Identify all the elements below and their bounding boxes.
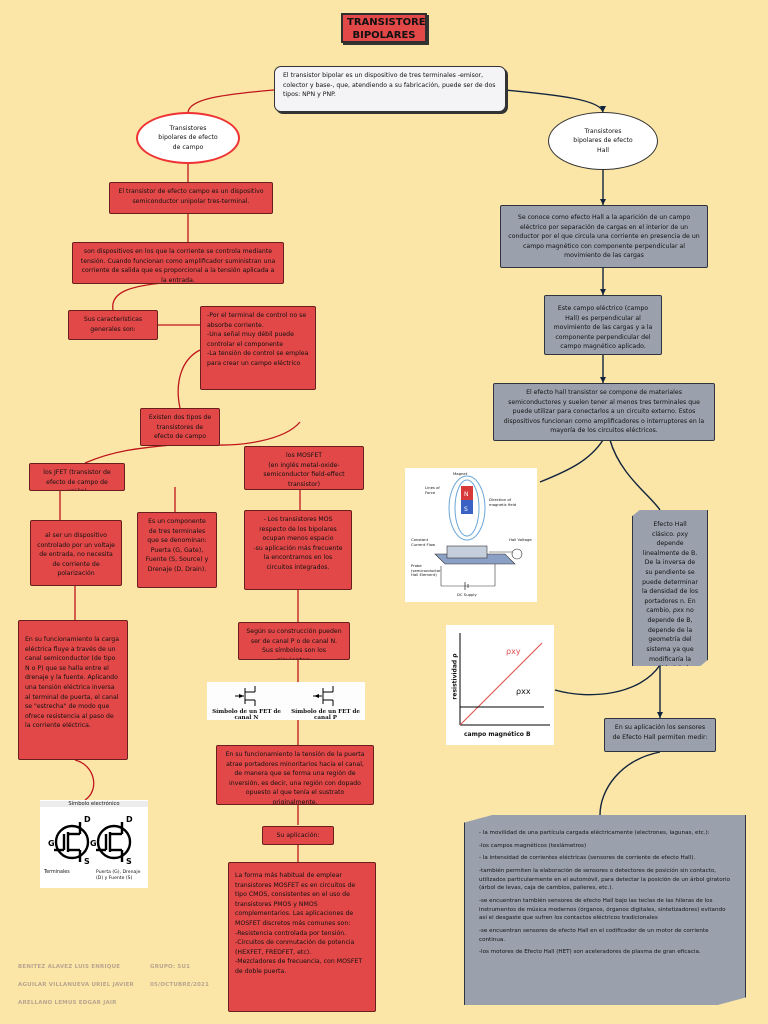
sensor-list: - la movilidad de una partícula cargada …	[464, 815, 746, 1005]
electronic-symbol-title: Símbolo electrónico	[40, 801, 148, 807]
electronic-symbol-image: Símbolo electrónico G D S G D S Terminal…	[40, 800, 148, 888]
fet-p-caption: Símbolo de un FET de canal P	[291, 709, 360, 720]
magnet-label: Magnet	[453, 471, 468, 476]
rho-xy-line	[459, 642, 543, 726]
author-1: BENITEZ ALAVEZ LUIS ENRIQUE	[18, 964, 121, 970]
fet-n-caption: Símbolo de un FET de canal N	[212, 709, 281, 720]
fet-oval: Transistores bipolares de efecto de camp…	[136, 112, 240, 164]
mos-function: En su funcionamiento la tensión de la pu…	[216, 745, 374, 805]
symbol-caption-left: Terminales	[44, 870, 70, 875]
svg-text:G: G	[90, 839, 97, 848]
graph-y-label: resistividad ρ	[451, 653, 459, 700]
channel-types: Según su construcción pueden ser de cana…	[238, 622, 350, 660]
terminals-description: Es un componente de tres terminales que …	[137, 512, 217, 588]
magnet-s: S	[464, 506, 468, 513]
characteristics-label: Sus características generales son:	[68, 310, 158, 340]
date-label: 05/OCTUBRE/2021	[150, 982, 210, 988]
sensor-item: -también permiten la elaboración de sens…	[479, 867, 730, 892]
sensor-label: En su aplicación los sensores de Efecto …	[604, 718, 716, 752]
application-label: Su aplicación:	[262, 826, 334, 845]
fet-definition: El transistor de efecto campo es un disp…	[109, 182, 273, 214]
jfet-label: los JFET (transistor de efecto de campo …	[29, 463, 125, 491]
magnet-n: N	[464, 491, 469, 498]
page-title: TRANSISTORES BIPOLARES	[341, 13, 427, 43]
probe-label: Probe (semiconductor Hall Element)	[411, 563, 441, 578]
current-label: Constant Current Flow	[411, 537, 436, 547]
hall-oval-label: Transistores bipolares de efecto Hall	[573, 127, 633, 154]
mosfet-symbol-graphic: G D S G D S	[48, 815, 133, 866]
hall-oval: Transistores bipolares de efecto Hall	[548, 112, 658, 170]
hall-field: Este campo eléctrico (campo Hall) es per…	[544, 295, 662, 355]
svg-text:S: S	[84, 857, 90, 866]
supply-label: DC Supply	[457, 592, 477, 597]
author-2: AGUILAR VILLANUEVA URIEL JAVIER	[18, 982, 134, 988]
hall-definition: Se conoce como efecto Hall a la aparició…	[500, 205, 708, 268]
resistivity-plot	[459, 633, 550, 726]
rho-xy-label: ρxy	[506, 647, 521, 656]
jfet-description: al ser un dispositivo controlado por un …	[30, 520, 122, 586]
graph-x-label: campo magnético B	[464, 731, 531, 738]
sensor-item: -se encuentran también sensores de efect…	[479, 897, 726, 922]
characteristics-list: -Por el terminal de control no se absorb…	[200, 306, 316, 390]
fet-voltage-control: son dispositivos en los que la corriente…	[72, 242, 284, 284]
types-label: Existen dos tipos de transistores de efe…	[140, 408, 220, 446]
symbol-caption-right: Puerta (G), Drenaje (D) y Fuente (S)	[96, 870, 141, 881]
resistivity-graph: resistividad ρ campo magnético B ρxy ρxx	[446, 625, 554, 745]
voltage-label: Hall Voltage	[509, 537, 532, 542]
rho-xx-label: ρxx	[516, 687, 531, 696]
fet-symbols-graphic	[235, 686, 334, 706]
mos-description: - Los transistores MOS respecto de los b…	[244, 510, 352, 590]
group-label: GRUPO: 5U1	[150, 964, 191, 970]
hall-effect-diagram: N S Magnet Lines of Force Direction of m…	[405, 468, 537, 602]
intro-box: El transistor bipolar es un dispositivo …	[274, 66, 506, 112]
svg-text:D: D	[126, 815, 133, 824]
classic-hall-effect: Efecto Hall clásico. ρxy depende linealm…	[632, 510, 708, 666]
sensor-item: - la movilidad de una partícula cargada …	[479, 830, 710, 836]
fet-symbols-image: Símbolo de un FET de canal N Símbolo de …	[207, 682, 365, 720]
lines-label: Lines of Force	[425, 485, 440, 495]
svg-text:G: G	[48, 839, 55, 848]
sensor-item: -se encuentran sensores de efecto Hall e…	[479, 927, 709, 943]
mosfet-applications: La forma más habitual de emplear transis…	[228, 862, 376, 1012]
hall-diagram-graphic: N S	[434, 475, 523, 590]
sensor-item: -los motores de Efecto Hall (HET) son ac…	[479, 949, 701, 956]
jfet-function: En su funcionamiento la carga eléctrica …	[18, 620, 128, 760]
mosfet-label: los MOSFET (en inglés metal-oxide-semico…	[244, 446, 364, 490]
fet-oval-label: Transistores bipolares de efecto de camp…	[158, 124, 218, 151]
sensor-item: - la intensidad de corrientes eléctricas…	[479, 855, 696, 862]
svg-text:S: S	[126, 857, 132, 866]
sensor-item: -los campos magnéticos (teslámetros)	[479, 842, 587, 849]
author-3: ARELLANO LEMUS EDGAR JAIR	[18, 1000, 117, 1006]
svg-text:D: D	[84, 815, 91, 824]
direction-label: Direction of magnetic field	[489, 497, 517, 507]
hall-composition: El efecto hall transistor se compone de …	[493, 383, 715, 441]
